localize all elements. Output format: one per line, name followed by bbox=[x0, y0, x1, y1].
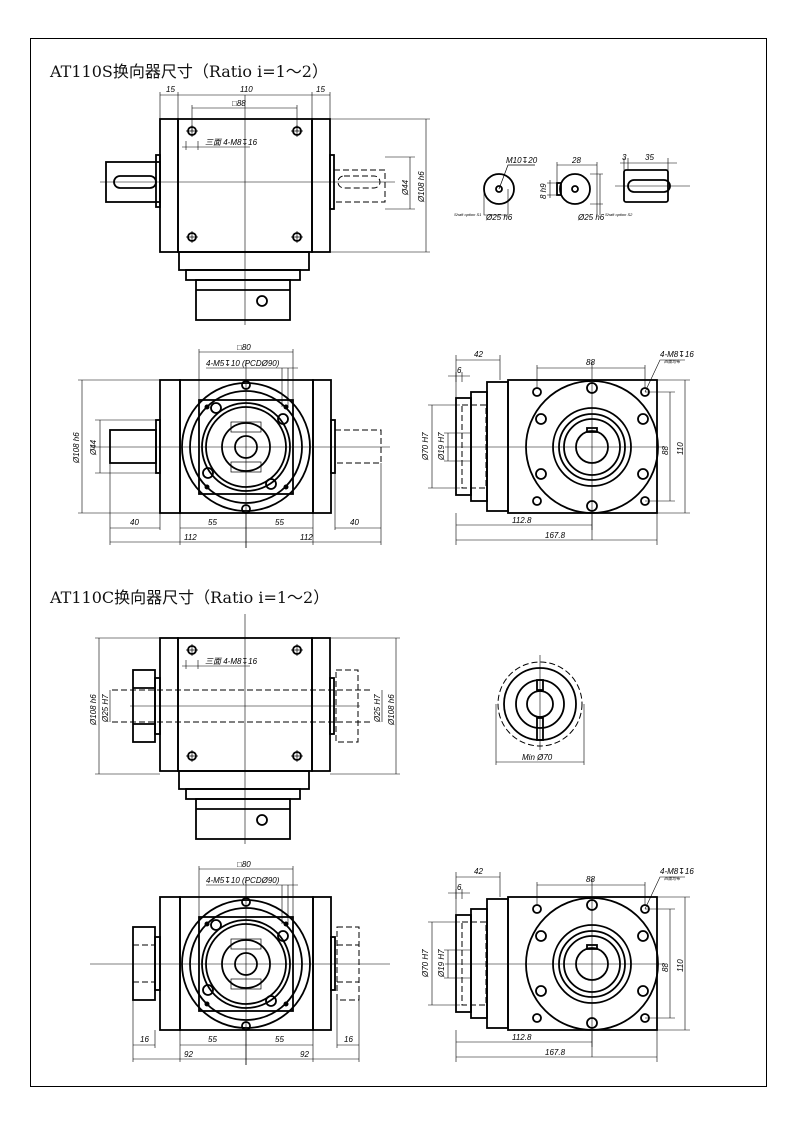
dim-70: Ø70 H7 bbox=[421, 432, 430, 461]
at110s-shaft-options: M10↧20 Ø25 h6 Shaft option S1 28 8 h9 Ø2… bbox=[454, 153, 690, 222]
at110c-front-view: □80 4-M5↧10 (PCDØ90) 16 55 55 16 92 92 bbox=[89, 860, 391, 1066]
dim-half-body-left: 55 bbox=[208, 1035, 217, 1044]
at110s-front-view: □80 4-M5↧10 (PCDØ90) Ø108 h6 Ø44 40 55 5… bbox=[72, 343, 391, 549]
dim-167-8: 167.8 bbox=[545, 531, 566, 540]
shaft-option-2-label: Shaft option S2 bbox=[605, 212, 633, 217]
dim-total-right: 112 bbox=[300, 533, 313, 542]
dim-body-dia-right: Ø108 h6 bbox=[387, 694, 396, 726]
dim-112-8: 112.8 bbox=[512, 516, 532, 525]
section-title-at110c: AT110C换向器尺寸（Ratio i=1～2） bbox=[50, 588, 330, 607]
dim-shaft-dia: Ø44 bbox=[401, 179, 410, 196]
dim-right-shaft-length: 40 bbox=[350, 518, 359, 527]
dim-body-dia: Ø108 h6 bbox=[72, 432, 81, 464]
dim-shaft-dia: Ø44 bbox=[89, 439, 98, 456]
dim-right-length: 16 bbox=[344, 1035, 353, 1044]
dim-total-left: 112 bbox=[184, 533, 197, 542]
dim-167-8: 167.8 bbox=[545, 1048, 566, 1057]
dim-42: 42 bbox=[474, 350, 483, 359]
dim-slot-length: 35 bbox=[645, 153, 654, 162]
dim-m8-holes-note: 四面均布 bbox=[664, 359, 681, 364]
dim-88-horizontal: 88 bbox=[586, 358, 595, 367]
dim-key-height: 8 h9 bbox=[539, 183, 548, 199]
dim-6: 6 bbox=[457, 366, 462, 375]
at110c-side-view: 42 6 88 4-M8↧16 四面均布 Ø70 H7 Ø19 H7 88 11… bbox=[421, 867, 694, 1063]
dim-42: 42 bbox=[474, 867, 483, 876]
dim-110: 110 bbox=[676, 959, 685, 972]
dim-bore-dia-right: Ø25 H7 bbox=[373, 694, 382, 723]
dim-88-vertical: 88 bbox=[661, 963, 670, 972]
at110c-top-view: 三面 4-M8↧16 Ø108 h6 Ø25 H7 Ø25 H7 Ø108 h6 bbox=[89, 613, 400, 845]
dim-88-horizontal: 88 bbox=[586, 875, 595, 884]
dim-left-flange: 15 bbox=[166, 85, 175, 94]
dim-square-80: □80 bbox=[237, 343, 251, 352]
dim-total-left: 92 bbox=[184, 1050, 193, 1059]
dim-half-body-right: 55 bbox=[275, 1035, 284, 1044]
dim-half-body-right: 55 bbox=[275, 518, 284, 527]
dim-m5-holes: 4-M5↧10 (PCDØ90) bbox=[206, 359, 280, 368]
dim-112-8: 112.8 bbox=[512, 1033, 532, 1042]
drawing-frame bbox=[30, 38, 767, 1087]
dim-shaft1-dia: Ø25 h6 bbox=[485, 213, 513, 222]
dim-6: 6 bbox=[457, 883, 462, 892]
dim-70: Ø70 H7 bbox=[421, 949, 430, 978]
dim-19: Ø19 H7 bbox=[437, 432, 446, 461]
dim-tapped-holes: 三面 4-M8↧16 bbox=[205, 657, 258, 666]
section-title-at110s: AT110S换向器尺寸（Ratio i=1～2） bbox=[50, 62, 328, 81]
dim-bore-dia-left: Ø25 H7 bbox=[101, 694, 110, 723]
dim-total-right: 92 bbox=[300, 1050, 309, 1059]
dim-m5-holes: 4-M5↧10 (PCDØ90) bbox=[206, 876, 280, 885]
dim-min-70: Min Ø70 bbox=[522, 753, 553, 762]
dim-tap-thread: M10↧20 bbox=[506, 156, 538, 165]
dim-body-dia: Ø108 h6 bbox=[417, 171, 426, 203]
dim-body-width: 110 bbox=[240, 85, 253, 94]
dim-m8-holes: 4-M8↧16 bbox=[660, 867, 694, 876]
at110s-top-view: 15 110 15 □88 三面 4-M8↧16 Ø44 Ø108 h6 bbox=[100, 85, 430, 326]
at110s-side-view: 42 6 88 4-M8↧16 四面均布 Ø70 H7 Ø19 H7 88 11… bbox=[421, 350, 694, 546]
dim-88-vertical: 88 bbox=[661, 446, 670, 455]
dim-body-dia-left: Ø108 h6 bbox=[89, 694, 98, 726]
dim-left-length: 16 bbox=[140, 1035, 149, 1044]
dim-right-flange: 15 bbox=[316, 85, 325, 94]
dim-half-body-left: 55 bbox=[208, 518, 217, 527]
dim-m8-holes: 4-M8↧16 bbox=[660, 350, 694, 359]
dim-110: 110 bbox=[676, 442, 685, 455]
dim-left-shaft-length: 40 bbox=[130, 518, 139, 527]
dim-shaft2-dia: Ø25 h6 bbox=[577, 213, 605, 222]
shaft-option-1-label: Shaft option S1 bbox=[454, 212, 481, 217]
dim-key-length: 28 bbox=[571, 156, 581, 165]
dim-square-80: □80 bbox=[237, 860, 251, 869]
dim-tapped-holes: 三面 4-M8↧16 bbox=[205, 138, 258, 147]
dim-19: Ø19 H7 bbox=[437, 949, 446, 978]
at110c-clamp-view: Min Ø70 bbox=[495, 655, 585, 765]
dim-offset: 3 bbox=[622, 153, 627, 162]
dim-m8-holes-note: 四面均布 bbox=[664, 876, 681, 881]
dim-square-88: □88 bbox=[232, 99, 246, 108]
